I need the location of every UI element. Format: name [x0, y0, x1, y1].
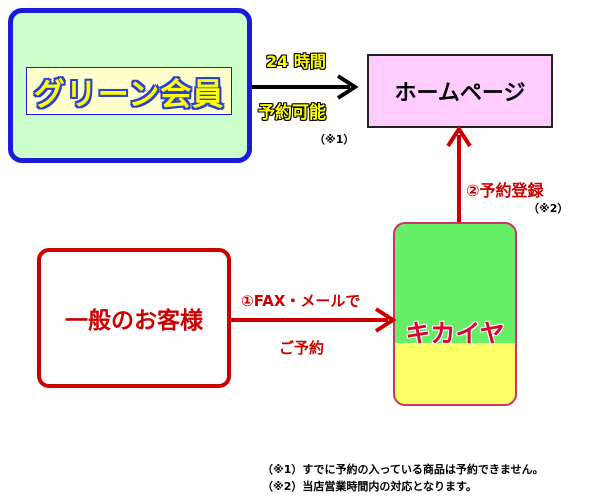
kikaiya-to-home-arrow: [446, 125, 472, 222]
green-to-home-note: （※1）: [314, 133, 355, 146]
green-to-home-arrow: [252, 74, 359, 100]
kikaiya-label: キカイヤ: [405, 319, 505, 348]
green-member-label-frame: グリーン会員: [26, 67, 232, 115]
green-to-home-label-top: 24 時間: [266, 52, 326, 71]
green-member-label: グリーン会員: [33, 76, 225, 113]
footnote-1: （※1）すでに予約の入っている商品は予約できません。: [262, 463, 544, 476]
general-customer-box: 一般のお客様: [37, 248, 231, 388]
customer-to-kikaiya-arrow: [231, 307, 397, 333]
kikaiya-to-home-note: （※2）: [528, 202, 569, 215]
general-customer-label: 一般のお客様: [65, 308, 203, 334]
green-to-home-label-bottom: 予約可能: [258, 103, 326, 123]
kikaiya-to-home-label: ②予約登録: [466, 181, 544, 200]
homepage-box: ホームページ: [367, 54, 553, 128]
customer-to-kikaiya-label-bottom: ご予約: [279, 339, 325, 357]
kikaiya-box: キカイヤ: [393, 222, 517, 406]
footnote-2: （※2）当店営業時間内の対応となります。: [262, 480, 477, 493]
footnotes: （※1）すでに予約の入っている商品は予約できません。 （※2）当店営業時間内の対…: [262, 461, 544, 495]
green-member-box: グリーン会員: [8, 8, 252, 163]
customer-to-kikaiya-label-top: ①FAX・メールで: [241, 292, 361, 310]
homepage-label: ホームページ: [394, 81, 526, 106]
